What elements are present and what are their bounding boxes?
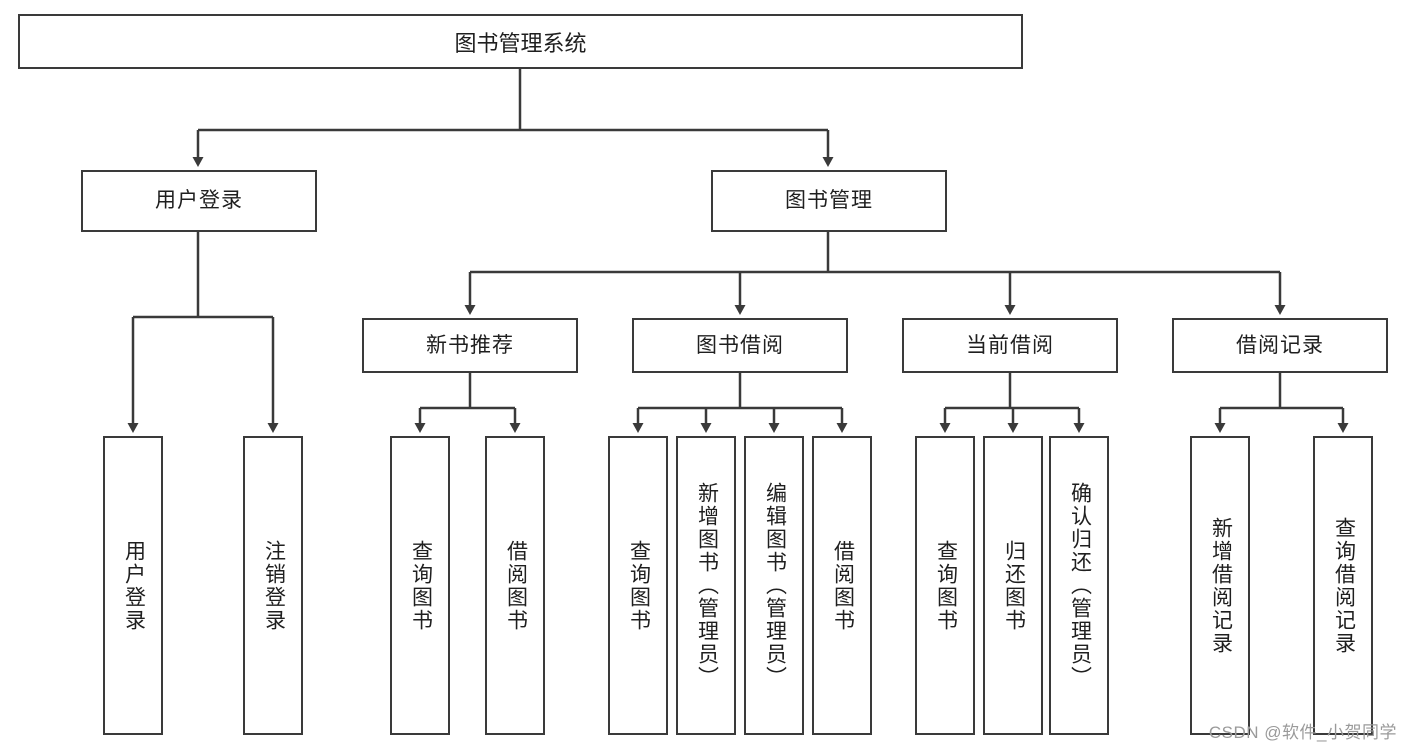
leaf-label: 查询图书 (627, 539, 651, 632)
leaf-node[interactable]: 编辑图书（管理员） (744, 436, 804, 735)
leaf-node[interactable]: 新增图书（管理员） (676, 436, 736, 735)
node-book-borrow[interactable]: 图书借阅 (632, 318, 848, 373)
leaf-label: 查询图书 (934, 539, 958, 632)
leaf-node[interactable]: 查询借阅记录 (1313, 436, 1373, 735)
leaf-node[interactable]: 查询图书 (915, 436, 975, 735)
leaf-node[interactable]: 查询图书 (608, 436, 668, 735)
leaf-label: 查询图书 (409, 539, 433, 632)
leaf-label: 归还图书 (1002, 539, 1026, 632)
csdn-watermark: CSDN @软件_小贺同学 (1208, 723, 1397, 742)
node-book-management[interactable]: 图书管理 (711, 170, 947, 232)
node-user-login[interactable]: 用户登录 (81, 170, 317, 232)
leaf-label: 用户登录 (122, 539, 146, 632)
leaf-label: 新增图书（管理员） (695, 482, 719, 689)
leaf-label: 借阅图书 (831, 539, 855, 632)
leaf-node[interactable]: 借阅图书 (485, 436, 545, 735)
leaf-node[interactable]: 归还图书 (983, 436, 1043, 735)
leaf-node[interactable]: 借阅图书 (812, 436, 872, 735)
leaf-node[interactable]: 用户登录 (103, 436, 163, 735)
leaf-node[interactable]: 新增借阅记录 (1190, 436, 1250, 735)
leaf-label: 注销登录 (262, 539, 286, 632)
leaf-label: 编辑图书（管理员） (763, 482, 787, 689)
leaf-node[interactable]: 查询图书 (390, 436, 450, 735)
node-new-book-recommend[interactable]: 新书推荐 (362, 318, 578, 373)
node-root[interactable]: 图书管理系统 (18, 14, 1023, 69)
leaf-node[interactable]: 注销登录 (243, 436, 303, 735)
node-borrow-record[interactable]: 借阅记录 (1172, 318, 1388, 373)
node-current-borrow[interactable]: 当前借阅 (902, 318, 1118, 373)
leaf-label: 借阅图书 (504, 539, 528, 632)
leaf-label: 确认归还（管理员） (1068, 482, 1092, 689)
leaf-label: 查询借阅记录 (1332, 516, 1356, 655)
leaf-label: 新增借阅记录 (1209, 516, 1233, 655)
leaf-node[interactable]: 确认归还（管理员） (1049, 436, 1109, 735)
